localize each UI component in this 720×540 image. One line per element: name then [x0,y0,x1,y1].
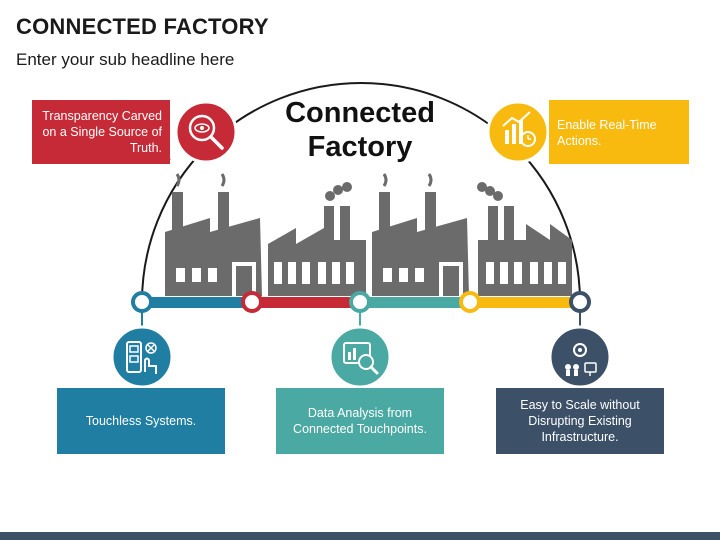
center-title-line-2: Factory [307,131,413,163]
bottom-left-box-text: Touchless Systems. [85,414,197,428]
footer-bar [0,532,720,540]
factory-1 [165,173,262,296]
arc-line [141,82,581,303]
top-left-box-text: Transparency Carved on a Single Source o… [42,109,162,155]
analytics-chart-icon [486,100,550,164]
timeline-node-2 [241,291,263,313]
scale-network-icon [548,325,612,389]
bottom-right-box-text: Easy to Scale without Disrupting Existin… [520,398,640,444]
bottom-center-box: Data Analysis from Connected Touchpoints… [276,388,444,454]
data-search-icon [328,325,392,389]
timeline-segment-red [252,297,360,308]
page-subtitle: Enter your sub headline here [16,50,235,69]
touch-panel-icon [110,325,174,389]
bottom-left-box: Touchless Systems. [57,388,225,454]
center-title-line-1: Connected [285,97,435,129]
top-right-box-text: Enable Real-Time Actions. [557,118,657,148]
timeline-node-4 [459,291,481,313]
top-right-box: Enable Real-Time Actions. [549,100,689,164]
factory-2 [268,182,366,296]
bottom-center-box-text: Data Analysis from Connected Touchpoints… [293,406,427,436]
timeline-segment-blue [142,297,252,308]
timeline-segment-yellow [470,297,580,308]
center-title: Connected Factory [270,96,450,164]
page-title: CONNECTED FACTORY [16,14,269,39]
timeline-node-3 [349,291,371,313]
magnifier-eye-icon [174,100,238,164]
timeline-node-1 [131,291,153,313]
top-left-box: Transparency Carved on a Single Source o… [32,100,170,164]
bottom-right-box: Easy to Scale without Disrupting Existin… [496,388,664,454]
timeline-segment-teal [360,297,470,308]
factory-3 [372,173,469,296]
timeline-node-5 [569,291,591,313]
factory-4 [477,182,572,296]
